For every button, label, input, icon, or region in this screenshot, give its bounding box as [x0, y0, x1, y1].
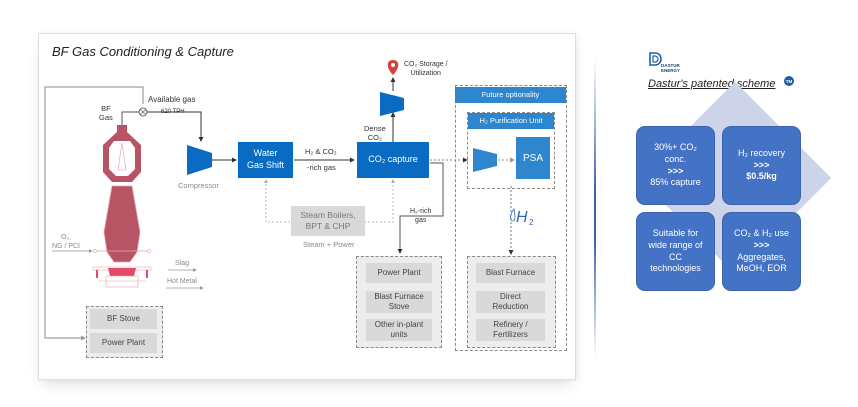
slide-title: BF Gas Conditioning & Capture — [52, 44, 234, 59]
flow-lines: H 2 — [44, 60, 534, 341]
h2-compressor-icon — [473, 148, 497, 172]
power-plant-box: Power Plant — [90, 333, 157, 353]
h2-rich-line — [397, 162, 444, 254]
section-divider — [594, 58, 596, 358]
quad-text: MeOH, EOR — [736, 263, 787, 274]
future-optionality-header: Future optionality — [455, 87, 566, 103]
quadrant-co2-concentration: 30%+ CO₂ conc. >>> 85% capture — [636, 126, 715, 205]
hot-metal-label: Hot Metal — [167, 278, 197, 285]
logo-text-2: ENERGY — [661, 68, 681, 73]
h2-purification-frame — [467, 112, 555, 189]
quad-text: 30%+ CO₂ — [654, 142, 697, 153]
blast-furnace-user-box: Blast Furnace — [476, 263, 545, 283]
quad-text: Suitable for — [652, 228, 699, 239]
rich-gas-label: -rich gas — [307, 163, 336, 172]
svg-text:2: 2 — [529, 218, 534, 227]
quadrant-h2-recovery: H₂ recovery >>> $0.5/kg — [722, 126, 801, 205]
quadrant-co2-h2-use: CO₂ & H₂ use >>> Aggregates, MeOH, EOR — [722, 212, 801, 291]
steam-boilers-box: Steam Boilers, BPT & CHP — [291, 206, 365, 236]
hydrogen-icon: H — [516, 209, 528, 226]
quad-text: wide range of — [648, 239, 703, 250]
dastur-logo-icon — [649, 52, 662, 66]
direct-reduction-box: Direct Reduction — [476, 291, 545, 313]
quad-text: >>> — [753, 239, 770, 250]
bf-stove-box: BF Stove — [90, 309, 157, 329]
h2-purification-header: H₂ Purification Unit — [468, 113, 554, 129]
quad-text: Aggregates, — [737, 251, 786, 262]
quad-text: CO₂ & H₂ use — [733, 228, 789, 239]
location-pin-icon — [387, 60, 399, 75]
trademark-badge: TM — [784, 76, 794, 86]
available-gas-label: Available gas — [148, 95, 196, 104]
other-units-box: Other in-plant units — [366, 319, 432, 341]
co2-capture-box: CO₂ capture — [357, 142, 429, 178]
dense-co2-compressor-icon — [380, 92, 404, 116]
available-gas-line — [147, 111, 204, 142]
quad-text: CC — [669, 251, 682, 262]
o2-input-label: O₂, NG / PCI — [52, 234, 81, 250]
future-optionality-frame — [455, 85, 567, 351]
quad-text: conc. — [664, 153, 687, 164]
quadrant-cc-technologies: Suitable for wide range of CC technologi… — [636, 212, 715, 291]
water-gas-shift-box: Water Gas Shift — [238, 142, 293, 178]
compressor-label: Compressor — [178, 181, 219, 190]
power-plant-user-box: Power Plant — [366, 263, 432, 283]
scheme-title: Dastur's patented scheme — [648, 78, 776, 90]
quad-text: >>> — [667, 165, 684, 176]
refinery-box: Refinery / Fertilizers — [476, 319, 545, 341]
quad-text: $0.5/kg — [746, 171, 777, 182]
available-rate-label: 620 TPH — [161, 109, 185, 115]
steam-power-label: Steam + Power — [303, 240, 355, 249]
loop-line — [44, 86, 144, 341]
bf-gas-line — [121, 111, 139, 125]
dense-co2-label: Dense CO₂ — [364, 124, 386, 143]
compressor-icon — [187, 145, 212, 175]
co2-storage-label: CO₂ Storage / Utilization — [404, 61, 448, 77]
quad-text: 85% capture — [650, 177, 701, 188]
blast-furnace-icon — [92, 125, 152, 288]
quad-text: technologies — [650, 263, 701, 274]
psa-box: PSA — [516, 137, 550, 179]
h2-rich-gas-label: H₂-rich gas — [410, 208, 432, 224]
bf-stove-user-box: Blast Furnace Stove — [366, 291, 432, 313]
quad-text: H₂ recovery — [737, 147, 785, 158]
logo-text-1: DASTUR — [661, 63, 680, 68]
quad-text: >>> — [753, 159, 770, 170]
h2-co2-label: H₂ & CO₂ — [305, 147, 337, 156]
slag-label: Slag — [175, 260, 190, 267]
bf-gas-label: BF Gas — [99, 104, 113, 123]
